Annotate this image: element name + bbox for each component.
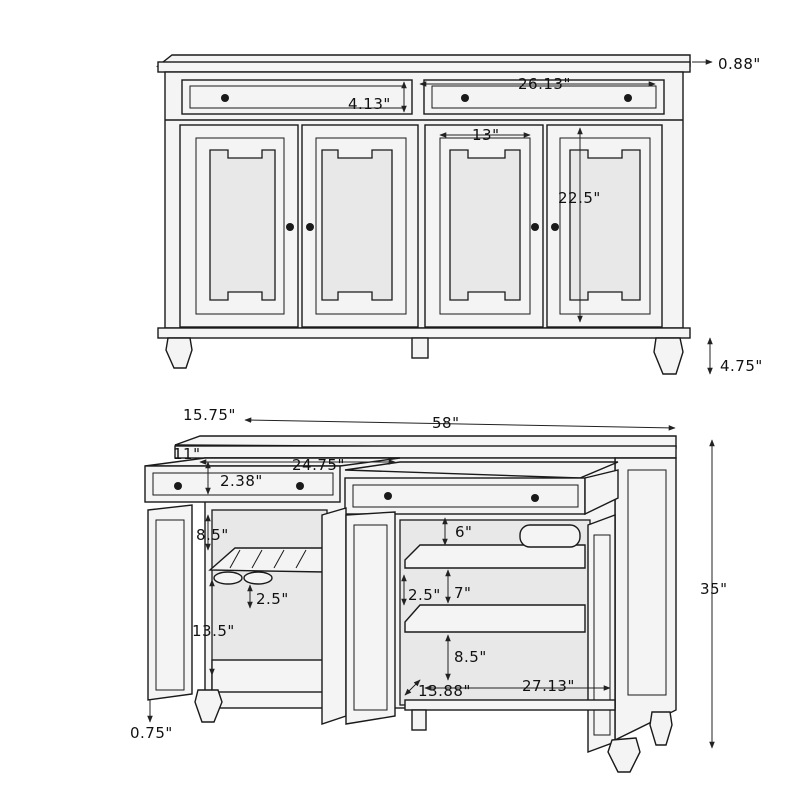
left-bottom-shelf: [211, 659, 328, 693]
label-drawer-height: 4.13": [348, 95, 391, 113]
cable-hole: [519, 524, 581, 548]
open-side-panel: [614, 457, 677, 742]
open-door-1: [147, 504, 193, 701]
open-view-dimensions: [147, 417, 715, 749]
label-left-top-space: 8.5": [196, 526, 229, 544]
label-top-thickness: 0.88": [718, 55, 761, 73]
right-upper-shelf: [404, 544, 586, 569]
front-leg-right: [653, 337, 684, 375]
front-door-knob-3: [531, 223, 539, 231]
open-leg-front-right: [607, 737, 641, 773]
label-right-top-space: 6": [455, 523, 472, 541]
label-total-width: 58": [432, 414, 460, 432]
label-door-height: 22.5": [558, 189, 601, 207]
front-door-3: [424, 124, 544, 328]
open-right-drawer: [344, 477, 586, 515]
front-view-dimensions: [401, 59, 713, 375]
open-door-3: [345, 511, 396, 725]
label-depth: 15.75": [183, 406, 236, 424]
label-inner-depth: 13.88": [418, 682, 471, 700]
label-rack-gap: 2.5": [256, 590, 289, 608]
front-leg-middle: [411, 337, 429, 359]
front-top-edge: [157, 61, 691, 73]
label-inner-width: 27.13": [522, 677, 575, 695]
front-base: [157, 327, 691, 339]
open-view-cabinet: [144, 435, 677, 773]
front-door-knob-4: [551, 223, 559, 231]
front-door-knob-2: [306, 223, 314, 231]
open-left-drawer-knob-1: [174, 482, 182, 490]
front-door-knob-1: [286, 223, 294, 231]
front-door-2: [301, 124, 419, 328]
front-view-cabinet: [155, 54, 691, 375]
label-lower-space: 8.5": [454, 648, 487, 666]
label-shelf-gap: 2.5": [408, 586, 441, 604]
label-drawer-width: 26.13": [518, 75, 571, 93]
open-leg-back-right: [649, 711, 673, 746]
label-bottom-clearance: 0.75": [130, 724, 173, 742]
label-leg-height: 4.75": [720, 357, 763, 375]
label-door-width: 13": [472, 126, 500, 144]
label-total-height: 35": [700, 580, 728, 598]
label-shelf-space: 7": [454, 584, 471, 602]
label-drawer-inner-width: 24.75": [292, 456, 345, 474]
open-leg-middle: [411, 709, 427, 731]
open-door-2: [321, 507, 347, 725]
front-right-drawer-knob-1: [461, 94, 469, 102]
open-right-drawer-knob-1: [384, 492, 392, 500]
right-lower-shelf: [404, 604, 586, 633]
label-drawer-inner-height: 2.38": [220, 472, 263, 490]
open-left-drawer-knob-2: [296, 482, 304, 490]
label-drawer-depth: 11": [173, 445, 201, 463]
front-leg-left: [165, 337, 193, 369]
front-door-4: [546, 124, 663, 328]
front-right-drawer-knob-2: [624, 94, 632, 102]
front-door-1: [179, 124, 299, 328]
open-top-edge: [174, 445, 677, 459]
front-left-drawer-knob: [221, 94, 229, 102]
open-right-drawer-knob-2: [531, 494, 539, 502]
open-base: [404, 699, 616, 711]
label-left-lower-space: 13.5": [192, 622, 235, 640]
open-leg-left: [194, 689, 223, 723]
open-door-4: [587, 513, 616, 754]
